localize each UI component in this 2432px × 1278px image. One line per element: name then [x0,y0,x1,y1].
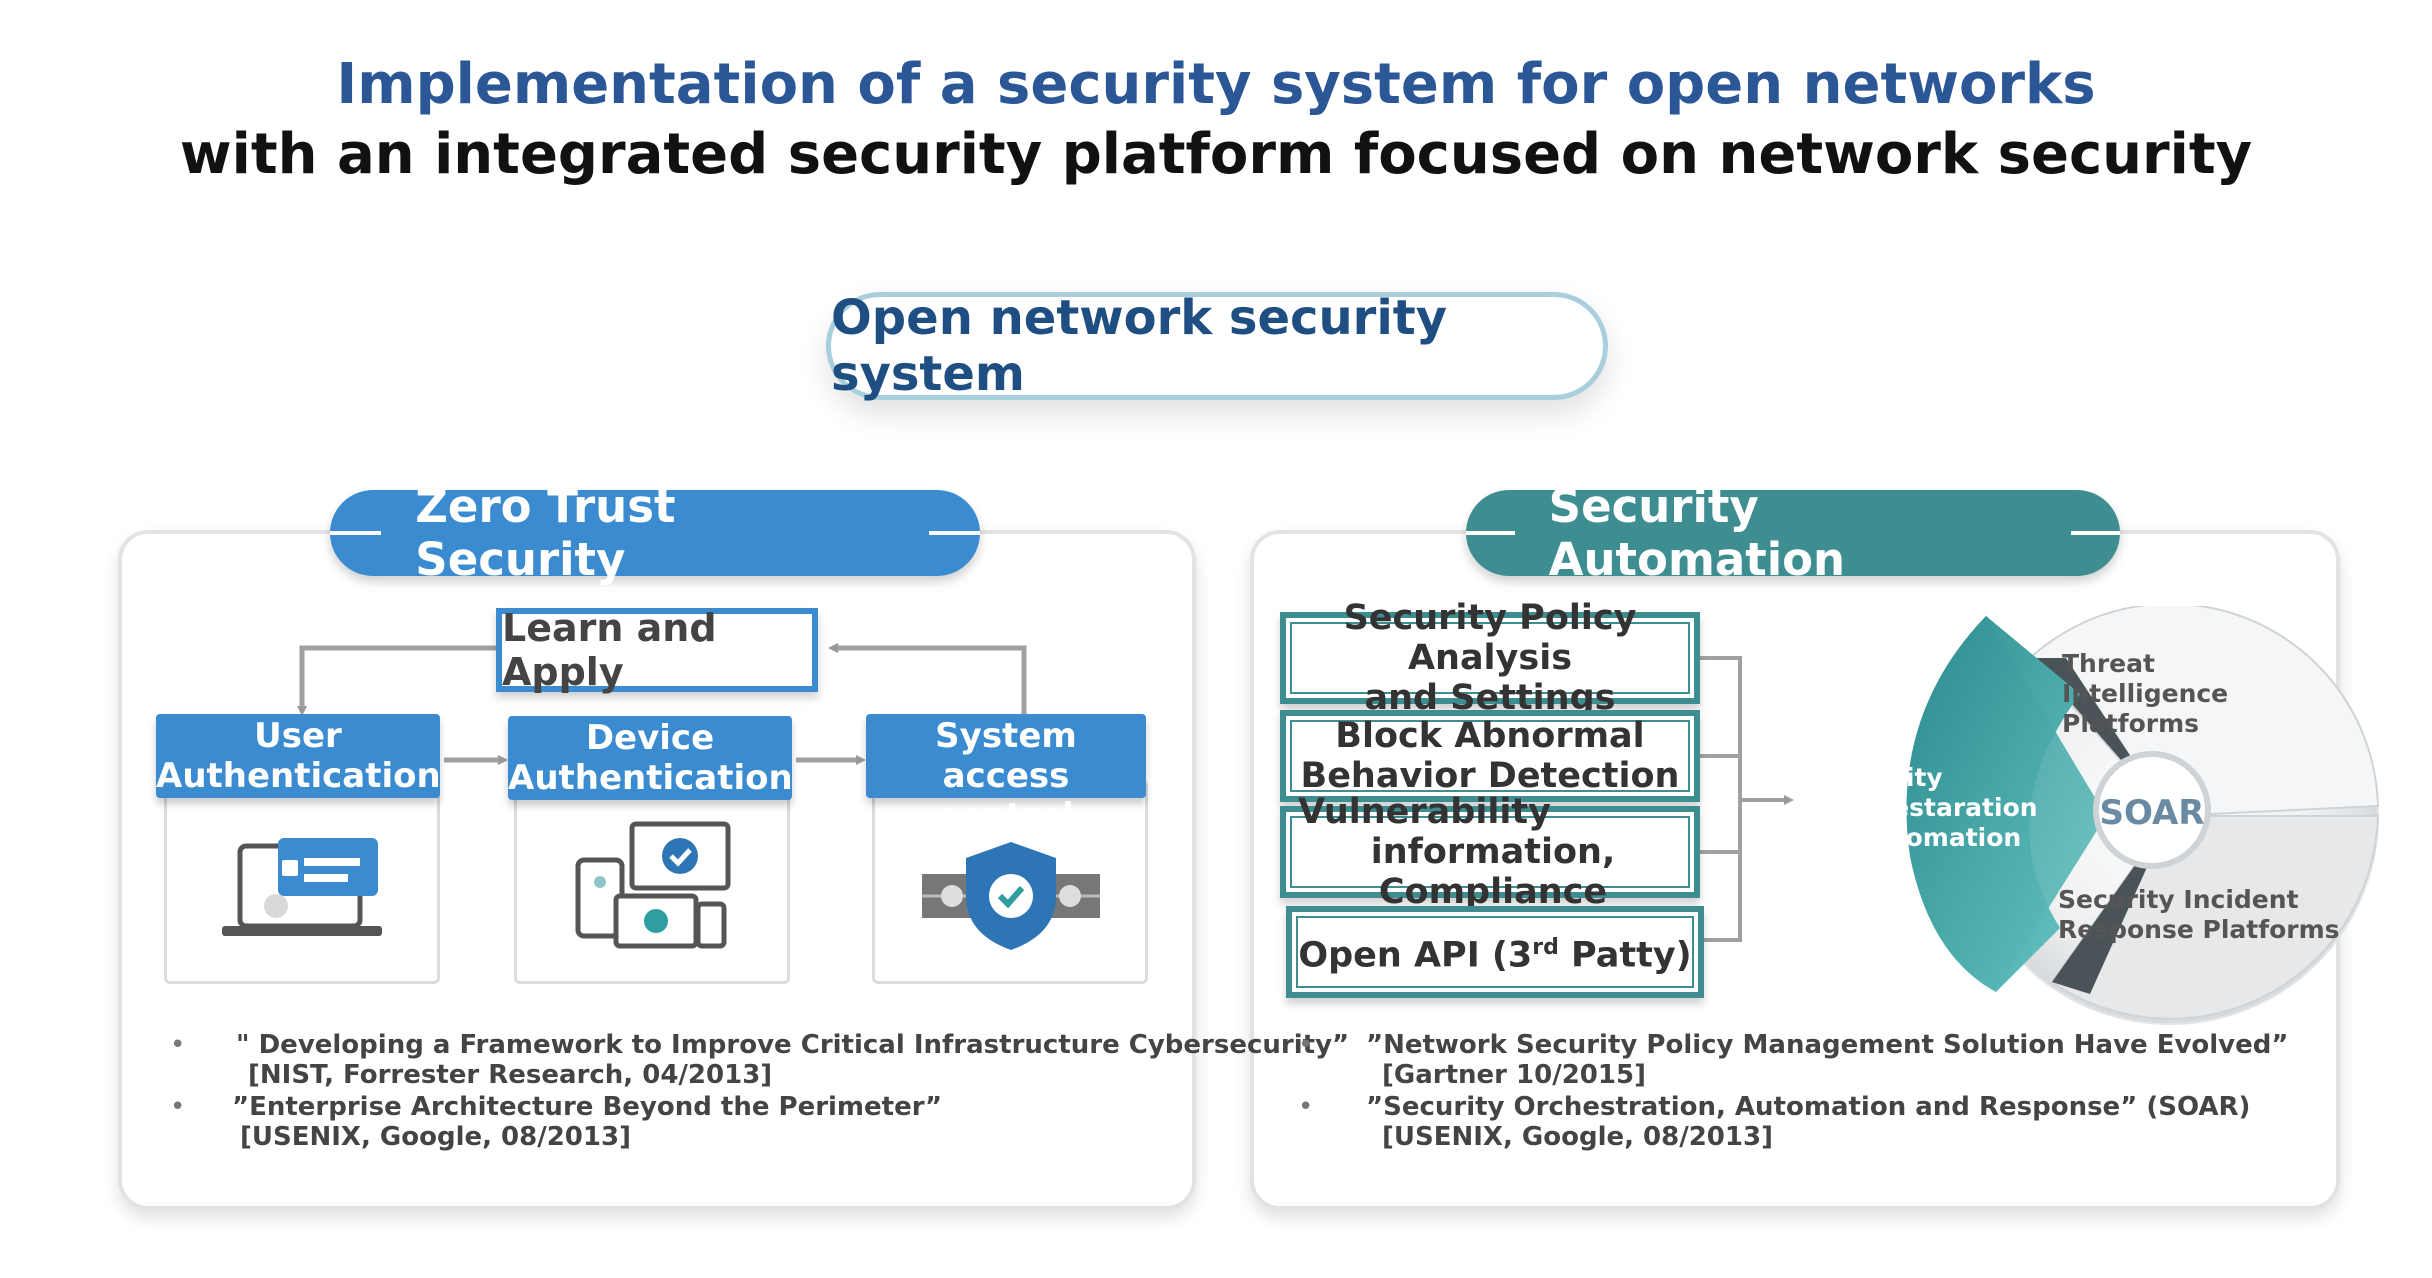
header-dash [2071,531,2120,535]
policy-analysis-box: Security Policy Analysis and Settings [1280,598,1700,718]
user-authentication-line1: User [254,716,342,756]
laptop-lock-icon [222,838,382,936]
reference-bullet: • [1298,1030,1314,1060]
reference-bullet: • [170,1030,186,1060]
zero-trust-header-label: Zero Trust Security [415,480,676,586]
policy-analysis-line1: Security Policy Analysis [1343,598,1637,678]
device-authentication-label: Device Authentication [508,716,793,800]
title-line-2: with an integrated security platform foc… [179,122,2253,187]
open-network-security-system-label: Open network security system [826,290,1608,402]
user-authentication-label: User Authentication [156,714,441,798]
reference-bullet: • [170,1092,186,1122]
zero-trust-header: Zero Trust Security [330,480,980,586]
header-dash [928,531,980,535]
reference-title: " Developing a Framework to Improve Crit… [236,1030,1350,1060]
abnormal-behavior-line1: Block Abnormal [1335,716,1645,756]
user-authentication-line2: Authentication [156,756,441,796]
reference-source: [USENIX, Google, 08/2013] [240,1122,631,1152]
device-authentication-line1: Device [585,718,715,758]
reference-title: ”Enterprise Architecture Beyond the Peri… [232,1092,943,1122]
incident-response-label: Security Incident Response Platforms [2058,885,2340,944]
abnormal-behavior-line2: Behavior Detection [1300,756,1680,796]
header-dash [1466,531,1515,535]
reference-bullet: • [1298,1092,1314,1122]
vulnerability-box: Vulnerability information, Compliance [1280,792,1700,912]
soar-diagram: SOAR Security Orchestaration & Automatio… [1826,606,2380,1025]
connector-box-1 [1700,656,1742,942]
abnormal-behavior-box: Block Abnormal Behavior Detection [1280,710,1700,802]
reference-source: [Gartner 10/2015] [1382,1060,1646,1090]
connector-system-to-learn [828,643,1027,718]
header-dash [330,531,382,535]
soar-center-label: SOAR [2100,793,2205,833]
connector-learn-to-user [297,645,496,716]
reference-title: ”Network Security Policy Management Solu… [1366,1030,2289,1060]
security-automation-header-label: Security Automation [1548,480,1846,586]
title-line-1: Implementation of a security system for … [336,52,2096,117]
reference-title: ”Security Orchestration, Automation and … [1366,1092,2251,1122]
open-api-box: Open API (3rd Patty) [1286,906,1704,998]
system-access-line1: System access [935,716,1077,796]
threat-intelligence-label: Threat Intelligence Platforms [2062,649,2237,738]
multi-device-icon [575,821,731,949]
reference-source: [NIST, Forrester Research, 04/2013] [248,1060,773,1090]
device-authentication-line2: Authentication [508,758,793,798]
vulnerability-line2: information, Compliance [1370,832,1616,912]
vulnerability-line1: Vulnerability [1298,792,1551,832]
reference-source: [USENIX, Google, 08/2013] [1382,1122,1773,1152]
learn-and-apply-box: Learn and Apply [496,606,818,694]
system-access-line2: control [938,796,1074,836]
orchestration-label: Security Orchestaration & Automation [1826,763,2046,852]
shield-firewall-icon [922,842,1100,950]
open-api-label: Open API (3rd Patty) [1298,935,1692,976]
system-access-label: System access control [866,714,1146,836]
security-automation-header: Security Automation [1466,480,2120,586]
